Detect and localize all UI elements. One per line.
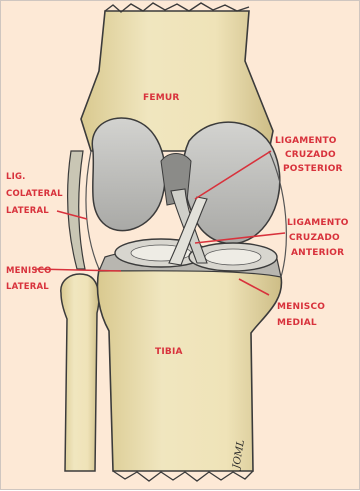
femur-medial-condyle	[183, 122, 280, 243]
collateral-ligament	[68, 151, 85, 269]
fibula-bone	[61, 274, 99, 471]
tibia-bone	[97, 262, 281, 471]
lig-cruzado-anterior-label-3: ANTERIOR	[291, 248, 344, 258]
lig-cruzado-posterior-label-3: POSTERIOR	[283, 164, 343, 174]
lig-colateral-label-1: LIG.	[6, 172, 26, 182]
lig-cruzado-anterior-label-2: CRUZADO	[289, 233, 340, 243]
lig-cruzado-posterior-label-1: LIGAMENTO	[275, 136, 337, 146]
lig-colateral-label-2: COLATERAL	[6, 189, 63, 199]
menisco-lateral-label-1: MENISCO	[6, 266, 52, 276]
menisco-medial-label-2: MEDIAL	[277, 318, 317, 328]
femur-label: FEMUR	[143, 93, 180, 103]
lig-colateral-label-3: LATERAL	[6, 206, 49, 216]
lig-cruzado-anterior-label-1: LIGAMENTO	[287, 218, 349, 228]
menisco-lateral-label-2: LATERAL	[6, 282, 49, 292]
tibia-label: TIBIA	[155, 347, 183, 357]
lig-cruzado-posterior-label-2: CRUZADO	[285, 150, 336, 160]
menisco-medial-label-1: MENISCO	[277, 302, 325, 312]
femur-lateral-condyle	[92, 118, 165, 231]
